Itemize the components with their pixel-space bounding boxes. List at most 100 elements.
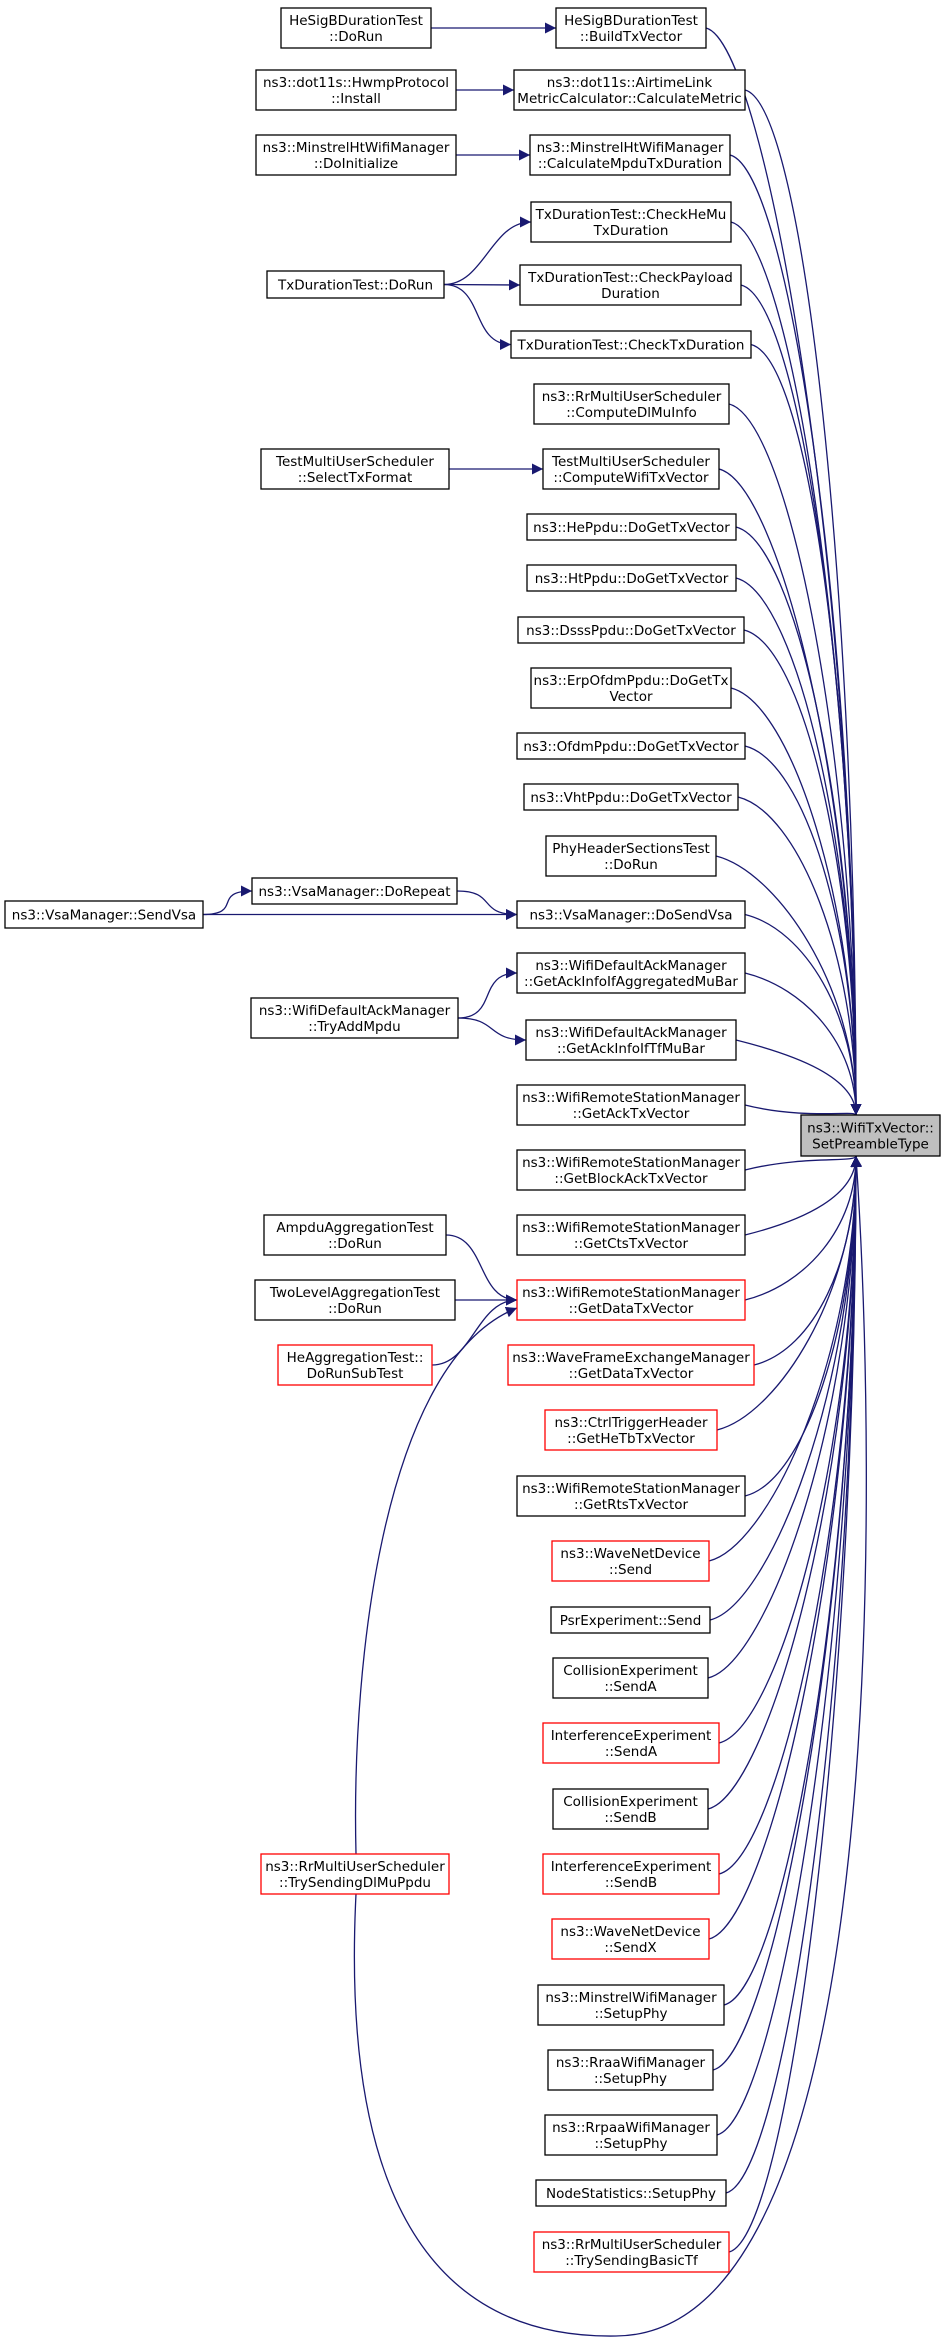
node-rraa-setup[interactable]: ns3::RraaWifiManager::SetupPhy [547,2049,714,2091]
node-nodestats[interactable]: NodeStatistics::SetupPhy [535,2179,727,2207]
node-minstrelht-calc[interactable]: ns3::MinstrelHtWifiManager::CalculateMpd… [529,134,731,176]
node-rsm-ack[interactable]: ns3::WifiRemoteStationManager::GetAckTxV… [516,1084,746,1126]
node-box [513,69,746,111]
node-txdur-check[interactable]: TxDurationTest::CheckTxDuration [510,330,752,359]
node-sig-build[interactable]: HeSigBDurationTest::BuildTxVector [555,7,707,49]
node-vsa-dosend[interactable]: ns3::VsaManager::DoSendVsa [516,900,746,929]
node-ack-tryadd[interactable]: ns3::WifiDefaultAckManager::TryAddMpdu [250,997,459,1039]
node-box [250,997,459,1039]
node-box [530,667,732,709]
node-label-line: ns3::WaveFrameExchangeManager [512,1350,750,1366]
node-wfem-data[interactable]: ns3::WaveFrameExchangeManager::GetDataTx… [507,1344,755,1386]
node-ctrl-trig[interactable]: ns3::CtrlTriggerHeader::GetHeTbTxVector [544,1409,718,1451]
node-rrpaa-setup[interactable]: ns3::RrpaaWifiManager::SetupPhy [544,2114,718,2156]
node-intf-sendb[interactable]: InterferenceExperiment::SendB [542,1853,720,1895]
node-airtime[interactable]: ns3::dot11s::AirtimeLinkMetricCalculator… [513,69,746,111]
node-rsm-cts[interactable]: ns3::WifiRemoteStationManager::GetCtsTxV… [516,1214,746,1256]
node-label-line: ::ComputeWifiTxVector [553,470,709,486]
node-box [516,732,746,760]
node-coll-sendb[interactable]: CollisionExperiment::SendB [552,1788,709,1830]
node-ack-tfmu[interactable]: ns3::WifiDefaultAckManager::GetAckInfoIf… [525,1019,737,1061]
node-vsa-sendvsa[interactable]: ns3::VsaManager::SendVsa [4,900,204,929]
node-label-line: ::DoRun [328,1236,382,1252]
node-box [516,1084,746,1126]
node-dsss-ppdu[interactable]: ns3::DsssPpdu::DoGetTxVector [517,616,745,644]
edge-rr_compute-to-spt [728,403,862,1116]
edge-txdur_dorun-to-txdur_payload [443,279,521,291]
node-ofdm-ppdu[interactable]: ns3::OfdmPpdu::DoGetTxVector [516,732,746,760]
node-rr-trybasic[interactable]: ns3::RrMultiUserScheduler::TrySendingBas… [533,2231,730,2273]
node-label-line: ns3::WifiRemoteStationManager [522,1155,740,1171]
node-box [552,1788,709,1830]
node-label-line: ::ComputeDlMuInfo [566,405,697,421]
node-box [266,270,445,299]
node-label-line: ns3::VsaManager::DoSendVsa [529,908,732,924]
node-box [523,783,739,811]
node-label-line: ::DoRun [328,1301,382,1317]
node-minstrelht-init[interactable]: ns3::MinstrelHtWifiManager::DoInitialize [255,134,457,176]
node-label-line: ::SetupPhy [594,2006,667,2022]
node-rr-trydl[interactable]: ns3::RrMultiUserScheduler::TrySendingDlM… [260,1853,450,1895]
node-label-line: ::GetAckInfoIfAggregatedMuBar [524,974,738,990]
node-ack-aggmu[interactable]: ns3::WifiDefaultAckManager::GetAckInfoIf… [516,952,746,994]
node-label-line: SetPreambleType [812,1137,929,1153]
node-sig-dorun[interactable]: HeSigBDurationTest::DoRun [280,7,432,49]
node-hwmp-install[interactable]: ns3::dot11s::HwmpProtocol::Install [255,69,457,111]
node-tmus-compute[interactable]: TestMultiUserScheduler::ComputeWifiTxVec… [542,448,720,490]
node-wave-send[interactable]: ns3::WaveNetDevice::Send [551,1540,710,1582]
edge-dsss_ppdu-to-spt [743,629,862,1116]
node-ampdu[interactable]: AmpduAggregationTest::DoRun [263,1214,447,1256]
node-wave-sendx[interactable]: ns3::WaveNetDevice::SendX [551,1918,710,1960]
node-ht-ppdu[interactable]: ns3::HtPpdu::DoGetTxVector [526,564,737,592]
node-tmus-select[interactable]: TestMultiUserScheduler::SelectTxFormat [260,448,450,490]
node-phyhdr[interactable]: PhyHeaderSectionsTest::DoRun [545,835,717,877]
focus-node[interactable]: ns3::WifiTxVector::SetPreambleType [800,1114,941,1157]
node-box [251,877,458,905]
node-coll-senda[interactable]: CollisionExperiment::SendA [552,1657,709,1699]
node-rsm-data[interactable]: ns3::WifiRemoteStationManager::GetDataTx… [516,1279,746,1321]
node-erp-ppdu[interactable]: ns3::ErpOfdmPpdu::DoGetTxVector [530,667,732,709]
node-label-line: ::TrySendingBasicTf [565,2253,699,2269]
node-twolevel[interactable]: TwoLevelAggregationTest::DoRun [254,1279,456,1321]
node-label-line: InterferenceExperiment [551,1859,712,1875]
node-vht-ppdu[interactable]: ns3::VhtPpdu::DoGetTxVector [523,783,739,811]
edge-rr_trydl-to-spt [353,1155,867,2337]
node-label-line: PhyHeaderSectionsTest [552,841,710,857]
node-heagg[interactable]: HeAggregationTest::DoRunSubTest [277,1344,433,1386]
edge-vsa_dosend-to-spt [744,913,862,1116]
node-label-line: ns3::ErpOfdmPpdu::DoGetTx [534,673,729,689]
node-label-line: ::GetAckInfoIfTfMuBar [557,1041,705,1057]
edge-vht_ppdu-to-spt [737,796,862,1116]
node-box [526,513,737,541]
edge-rsm_back-to-spt [744,1155,862,1171]
node-box [526,564,737,592]
node-label-line: PsrExperiment::Send [560,1613,702,1629]
edge-minstrelht_calc-to-spt [729,154,862,1116]
node-psr-send[interactable]: PsrExperiment::Send [550,1606,711,1634]
edge-rsm_data-to-spt [744,1155,862,1301]
node-box [516,952,746,994]
edge-ctrl_trig-to-spt [716,1155,862,1431]
node-box [537,1984,725,2026]
node-vsa-repeat[interactable]: ns3::VsaManager::DoRepeat [251,877,458,905]
node-label-line: ::SetupPhy [594,2071,667,2087]
node-label-line: TxDurationTest::CheckHeMu [535,207,727,223]
edges [202,22,867,2337]
node-rsm-rts[interactable]: ns3::WifiRemoteStationManager::GetRtsTxV… [516,1475,746,1517]
edge-wave_send-to-spt [708,1155,862,1562]
node-intf-senda[interactable]: InterferenceExperiment::SendA [542,1722,720,1764]
node-rsm-back[interactable]: ns3::WifiRemoteStationManager::GetBlockA… [516,1149,746,1191]
node-box [260,1853,450,1895]
node-label-line: ::DoRun [604,857,658,873]
node-label-line: ns3::RrpaaWifiManager [552,2120,710,2136]
node-label-line: ns3::WifiRemoteStationManager [522,1481,740,1497]
edge-txdur_check-to-spt [750,343,862,1116]
node-label-line: ns3::MinstrelHtWifiManager [537,140,724,156]
node-minstrel-setup[interactable]: ns3::MinstrelWifiManager::SetupPhy [537,1984,725,2026]
node-rr-compute[interactable]: ns3::RrMultiUserScheduler::ComputeDlMuIn… [533,383,730,425]
node-txdur-dorun[interactable]: TxDurationTest::DoRun [266,270,445,299]
node-he-ppdu[interactable]: ns3::HePpdu::DoGetTxVector [526,513,737,541]
